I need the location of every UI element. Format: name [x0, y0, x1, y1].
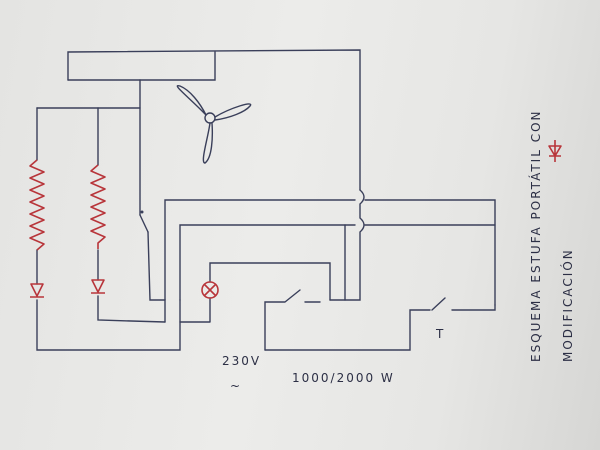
fan-icon [176, 84, 252, 164]
diode-1 [30, 283, 44, 298]
ac-symbol: ~ [230, 379, 242, 393]
power-label: 1000/2000 W [292, 371, 395, 385]
diode-legend-icon [548, 140, 562, 162]
heating-resistor-2 [90, 164, 106, 249]
switch-left [139, 210, 149, 233]
title-line-2: MODIFICACIÓN [560, 248, 575, 362]
diode-2 [91, 279, 105, 294]
thermostat-label: T [435, 327, 445, 341]
voltage-label: 230V [222, 354, 261, 368]
title-line-1: ESQUEMA ESTUFA PORTÁTIL CON [528, 109, 543, 362]
indicator-lamp [201, 281, 219, 299]
heating-resistor-1 [29, 159, 45, 251]
wires [36, 49, 496, 351]
